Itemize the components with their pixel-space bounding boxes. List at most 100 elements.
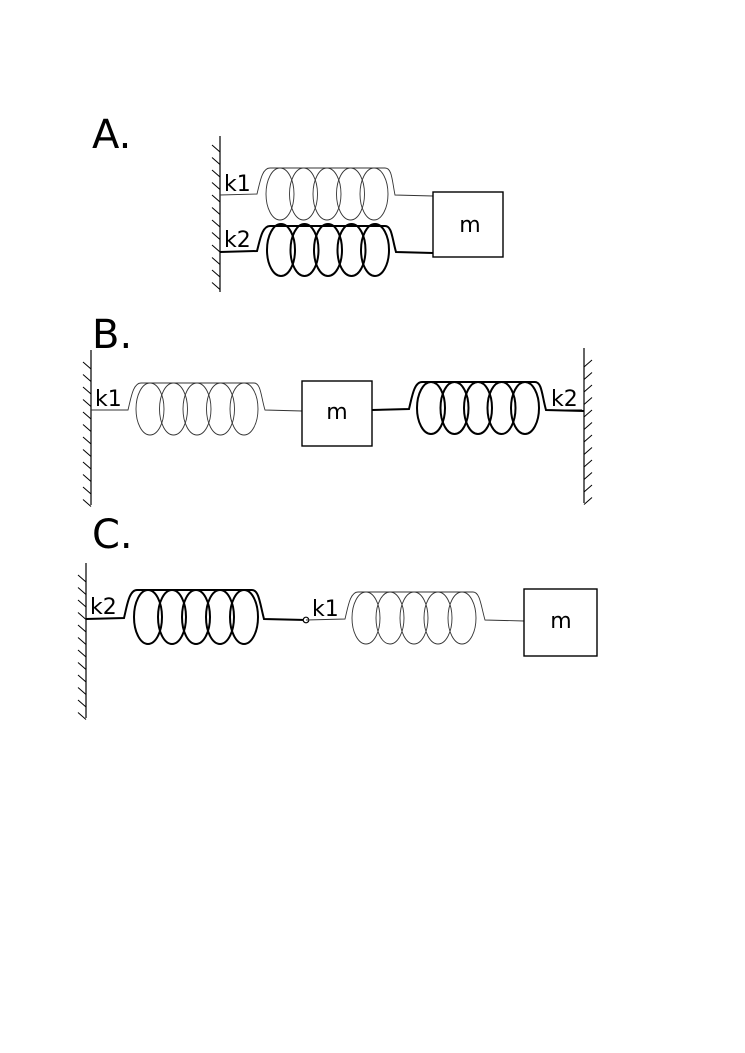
panel-a-label: A. [92, 112, 131, 158]
spring-coil [133, 589, 163, 645]
wall-hatch-mark [82, 449, 92, 457]
spring-coil [312, 167, 342, 221]
spring-coil [463, 381, 493, 435]
panel-c-mass [523, 588, 598, 657]
spring-coil [289, 223, 320, 277]
panel-a-mass [432, 191, 504, 258]
spring-coil [266, 223, 296, 277]
wall-hatch-mark [211, 157, 221, 165]
wall-hatch-mark [82, 411, 92, 420]
spring-coil [182, 382, 212, 436]
wall-hatch-mark [82, 436, 92, 445]
panel-a-mass-label: m [459, 213, 480, 238]
wall-hatch-mark [211, 169, 221, 178]
wall-hatch-mark [77, 687, 87, 695]
spring-coil [205, 589, 235, 645]
panel-b-spring-k1 [91, 382, 303, 436]
panel-a: A. k1 k2 m [92, 112, 504, 292]
wall-hatch-mark [82, 461, 92, 470]
panel-c: C. k2 k1 m [77, 512, 598, 720]
wall-hatch-mark [77, 649, 87, 658]
panel-c-wall [77, 563, 87, 720]
panel-c-mass-label: m [550, 609, 571, 634]
wall-hatch-mark [583, 497, 593, 505]
wall-hatch-mark [583, 472, 593, 480]
wall-hatch-mark [211, 182, 221, 190]
wall-hatch-mark [583, 447, 593, 455]
panel-c-label: C. [92, 512, 133, 558]
wall-hatch-mark [77, 599, 87, 608]
wall-hatch-mark [211, 219, 221, 228]
panel-c-spring-k1 [305, 591, 525, 645]
panel-b-k2-label: k2 [551, 387, 578, 412]
spring-coil [229, 589, 259, 645]
wall-hatch-mark [82, 486, 92, 495]
spring-coil [135, 382, 165, 436]
wall-hatch-mark [211, 257, 221, 265]
wall-hatch-mark [82, 399, 92, 407]
panel-b-mass-label: m [326, 400, 347, 425]
spring-coil [336, 223, 367, 277]
spring-coil [360, 223, 390, 277]
wall-hatch-mark [82, 374, 92, 382]
wall-hatch-mark [77, 637, 87, 645]
panel-b-mass [301, 380, 373, 447]
wall-hatch-mark [583, 397, 593, 405]
wall-hatch-mark [583, 459, 593, 468]
wall-hatch-mark [77, 574, 87, 583]
wall-hatch-mark [77, 712, 87, 720]
spring-coil [157, 589, 187, 645]
panel-a-spring-k1 [219, 167, 434, 221]
wall-hatch-mark [77, 587, 87, 595]
spring-coil [289, 167, 318, 221]
wall-hatch-mark [583, 359, 593, 368]
wall-hatch-mark [583, 434, 593, 443]
spring-coil [486, 381, 517, 435]
panel-a-wall [211, 136, 221, 292]
wall-hatch-mark [82, 361, 92, 370]
wall-hatch-mark [583, 484, 593, 493]
spring-coil [399, 591, 429, 645]
spring-coil [351, 591, 381, 645]
spring-coil [359, 167, 389, 221]
panel-b-right-wall [583, 348, 593, 505]
spring-coil [375, 591, 405, 645]
wall-hatch-mark [77, 662, 87, 670]
wall-hatch-mark [77, 674, 87, 683]
panel-a-k2-label: k2 [224, 228, 251, 253]
panel-b-left-wall [82, 350, 92, 507]
spring-coil [159, 382, 188, 436]
panel-c-k1-label: k1 [312, 597, 339, 622]
wall-hatch-mark [77, 699, 87, 708]
panel-b-label: B. [92, 312, 132, 358]
wall-hatch-mark [211, 232, 221, 240]
spring-coil [313, 223, 343, 277]
spring-coil [206, 382, 235, 436]
wall-hatch-mark [77, 624, 87, 633]
panel-b: B. k1 m k2 [82, 312, 593, 507]
wall-hatch-mark [82, 499, 92, 507]
spring-coil [510, 381, 540, 435]
wall-hatch-mark [211, 269, 221, 278]
panel-b-spring-k2 [371, 381, 585, 435]
panel-a-k1-label: k1 [224, 172, 251, 197]
wall-hatch-mark [82, 474, 92, 482]
wall-hatch-mark [211, 244, 221, 253]
panel-c-spring-k2 [85, 589, 307, 645]
panel-c-k2-label: k2 [90, 595, 117, 620]
wall-hatch-mark [583, 409, 593, 418]
spring-coil [181, 589, 211, 645]
wall-hatch-mark [583, 384, 593, 393]
spring-coil [447, 591, 477, 645]
spring-coil [416, 381, 446, 435]
wall-hatch-mark [211, 194, 221, 203]
wall-hatch-mark [211, 282, 221, 290]
wall-hatch-mark [211, 144, 221, 153]
wall-hatch-mark [211, 207, 221, 215]
panel-a-spring-k2 [219, 223, 434, 277]
wall-hatch-mark [583, 372, 593, 380]
spring-coil [439, 381, 470, 435]
spring-coil [265, 167, 295, 221]
wall-hatch-mark [77, 612, 87, 620]
